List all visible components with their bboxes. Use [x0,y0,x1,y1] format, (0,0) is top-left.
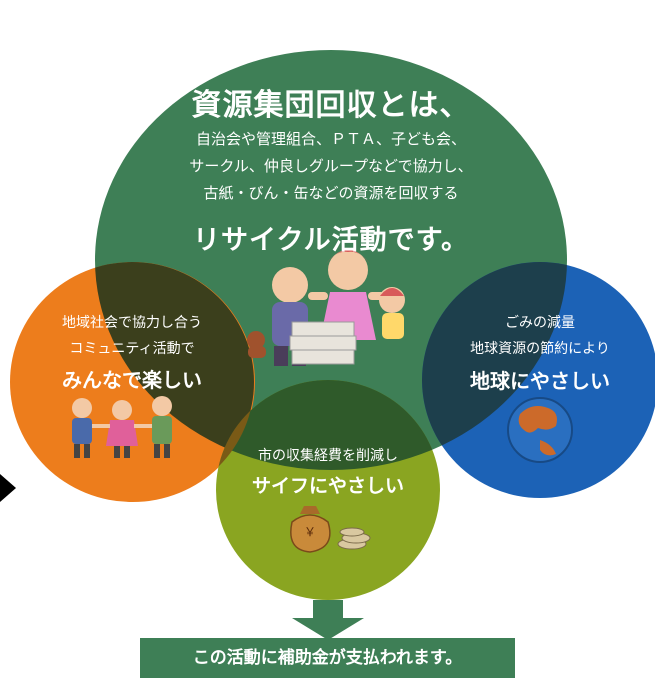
left-highlight: みんなで楽しい [62,368,202,392]
subsidy-banner: この活動に補助金が支払われます。 [140,638,515,678]
overlap-main-bottom [216,380,440,470]
bottom-line-1: 市の収集経費を削減し [258,448,398,464]
main-line-2: サークル、仲良しグループなどで協力し、 [189,157,473,175]
right-line-2: 地球資源の節約により [470,341,610,357]
right-line-1: ごみの減量 [505,315,575,331]
right-highlight: 地球にやさしい [470,369,610,393]
bottom-highlight: サイフにやさしい [251,475,404,497]
play-triangle-icon [0,474,16,502]
main-title: 資源集団回収とは、 [191,88,471,123]
main-highlight: リサイクル活動です。 [193,225,469,256]
left-line-2: コミュニティ活動で [69,341,195,357]
money-bag-mark: ￥ [303,525,316,539]
main-line-1: 自治会や管理組合、ＰＴＡ、子ども会、 [195,130,466,148]
left-line-1: 地域社会で協力し合う [62,315,202,331]
main-line-3: 古紙・びん・缶などの資源を回収する [203,184,459,202]
